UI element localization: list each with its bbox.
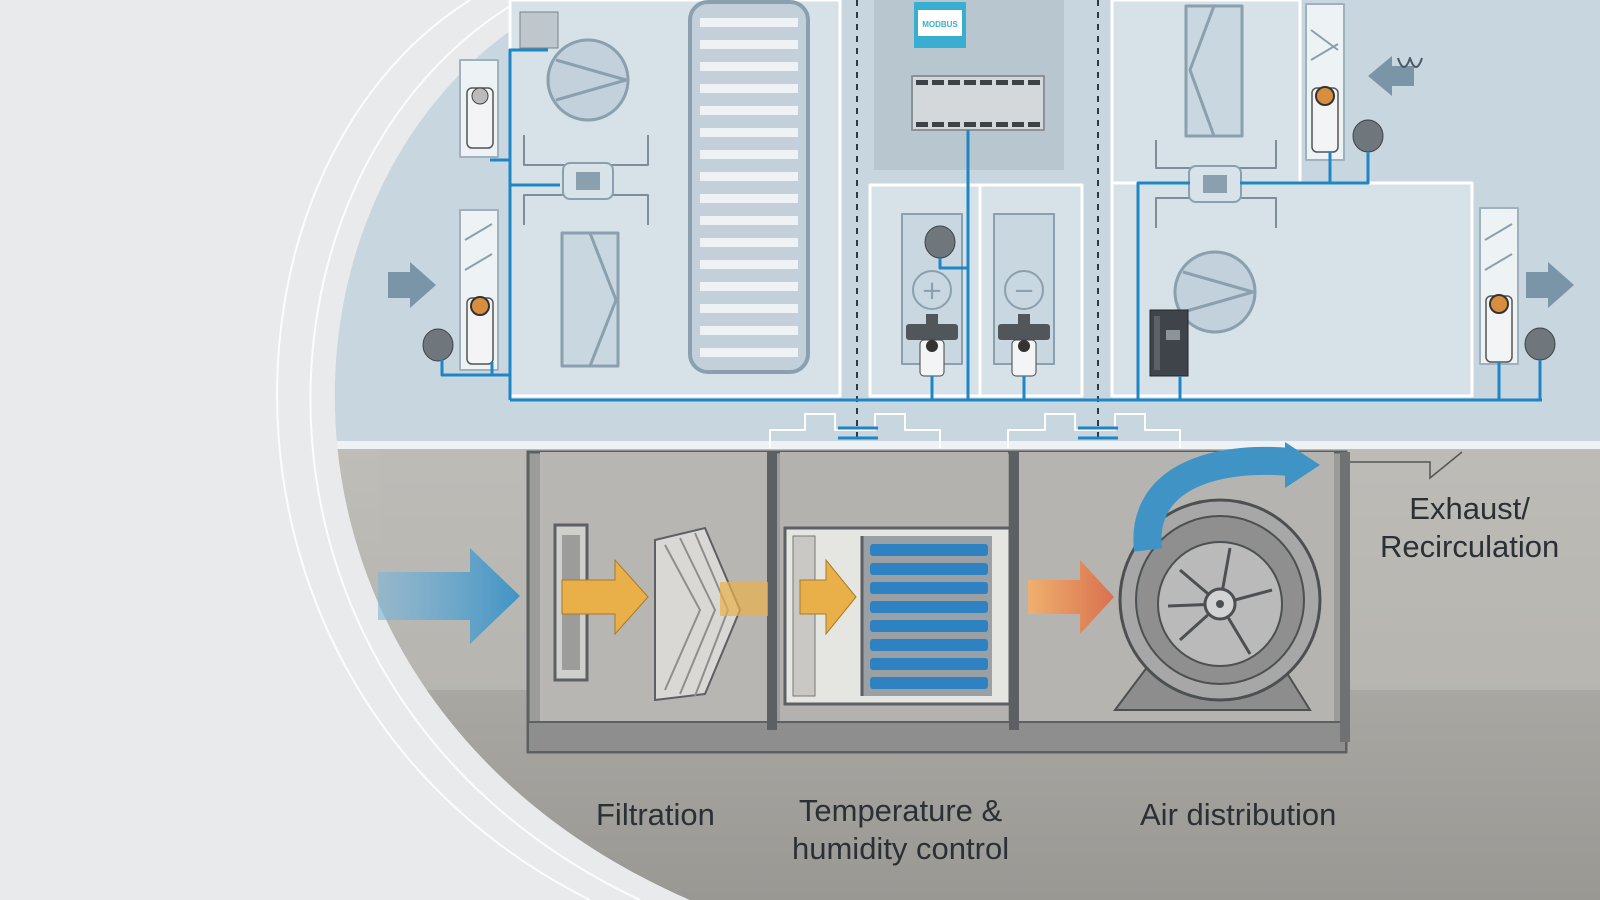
arrow-right-icon <box>378 548 520 644</box>
modbus-badge: MODBUS <box>914 2 966 48</box>
label-exhaust-recirculation: Exhaust/ Recirculation <box>1380 490 1559 566</box>
fan-icon <box>546 38 630 122</box>
plc-icon <box>911 75 1045 131</box>
heating-symbol: + <box>921 276 943 306</box>
valve-icon <box>998 314 1050 377</box>
label-air-distribution-text: Air distribution <box>1140 797 1337 832</box>
label-temperature-line2: humidity control <box>792 831 1010 866</box>
actuator-icon <box>466 296 494 365</box>
heat-recovery-icon <box>688 0 810 374</box>
actuator-icon <box>466 87 494 149</box>
cooling-symbol: − <box>1013 276 1035 306</box>
sensor-icon <box>519 11 559 49</box>
label-filtration-text: Filtration <box>596 797 715 832</box>
control-wiring <box>440 48 1542 402</box>
arrow-right-icon <box>799 558 857 636</box>
label-exhaust-line2: Recirculation <box>1380 529 1560 564</box>
arrow-right-icon <box>1028 560 1114 634</box>
filter-icon <box>1184 4 1244 138</box>
control-schematic: MODBUS + − <box>388 0 1574 448</box>
drive-icon <box>1149 309 1189 377</box>
decorative-arcs <box>276 0 641 900</box>
label-filtration: Filtration <box>596 796 715 834</box>
fan-icon <box>1113 442 1322 711</box>
sensor-icon <box>422 328 454 362</box>
arrow-right-icon <box>388 262 436 308</box>
label-exhaust-line1: Exhaust/ <box>1409 491 1530 526</box>
arrow-right-icon <box>561 558 649 636</box>
filter-icon <box>560 231 620 368</box>
coil-icon <box>783 526 1012 706</box>
modbus-label: MODBUS <box>922 20 958 29</box>
label-temperature-line1: Temperature & <box>798 793 1003 828</box>
air-handling-unit <box>378 442 1463 754</box>
actuator-icon <box>1311 86 1339 153</box>
fan-icon <box>1173 250 1257 334</box>
actuator-icon <box>1485 294 1513 363</box>
label-temperature-humidity: Temperature & humidity control <box>792 792 1009 868</box>
label-air-distribution: Air distribution <box>1140 796 1336 834</box>
filter-icon <box>654 526 742 702</box>
arrow-right-icon <box>1526 262 1574 308</box>
